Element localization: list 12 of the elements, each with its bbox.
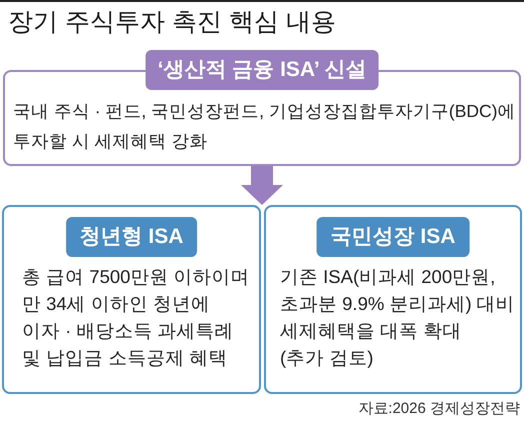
down-arrow — [241, 166, 283, 205]
source-note: 자료:2026 경제성장전략 — [358, 399, 520, 419]
section-header: 국민성장 ISA — [316, 217, 470, 257]
info-box — [2, 205, 261, 394]
section-header: ‘생산적 금융 ISA’ 신설 — [146, 50, 378, 90]
info-box — [264, 205, 522, 394]
info-box — [3, 50, 521, 166]
body-text: 총 급여 7500만원 이하이며 만 34세 이하인 청년에 이자 · 배당소득 과세특례 및 납입금 소득공제 혜택 — [22, 265, 251, 370]
body-text: 기존 ISA(비과세 200만원, 초과분 9.9% 분리과세) 대비 세제혜택을 대폭 확대 (추가 검토) — [280, 265, 516, 370]
section-header: 청년형 ISA — [66, 217, 198, 257]
body-text: 국내 주식 · 펀드, 국민성장펀드, 기업성장집합투자기구(BDC)에 투자할 시 세제혜택 강화 — [13, 100, 515, 153]
title: 장기 주식투자 촉진 핵심 내용 — [8, 7, 336, 38]
